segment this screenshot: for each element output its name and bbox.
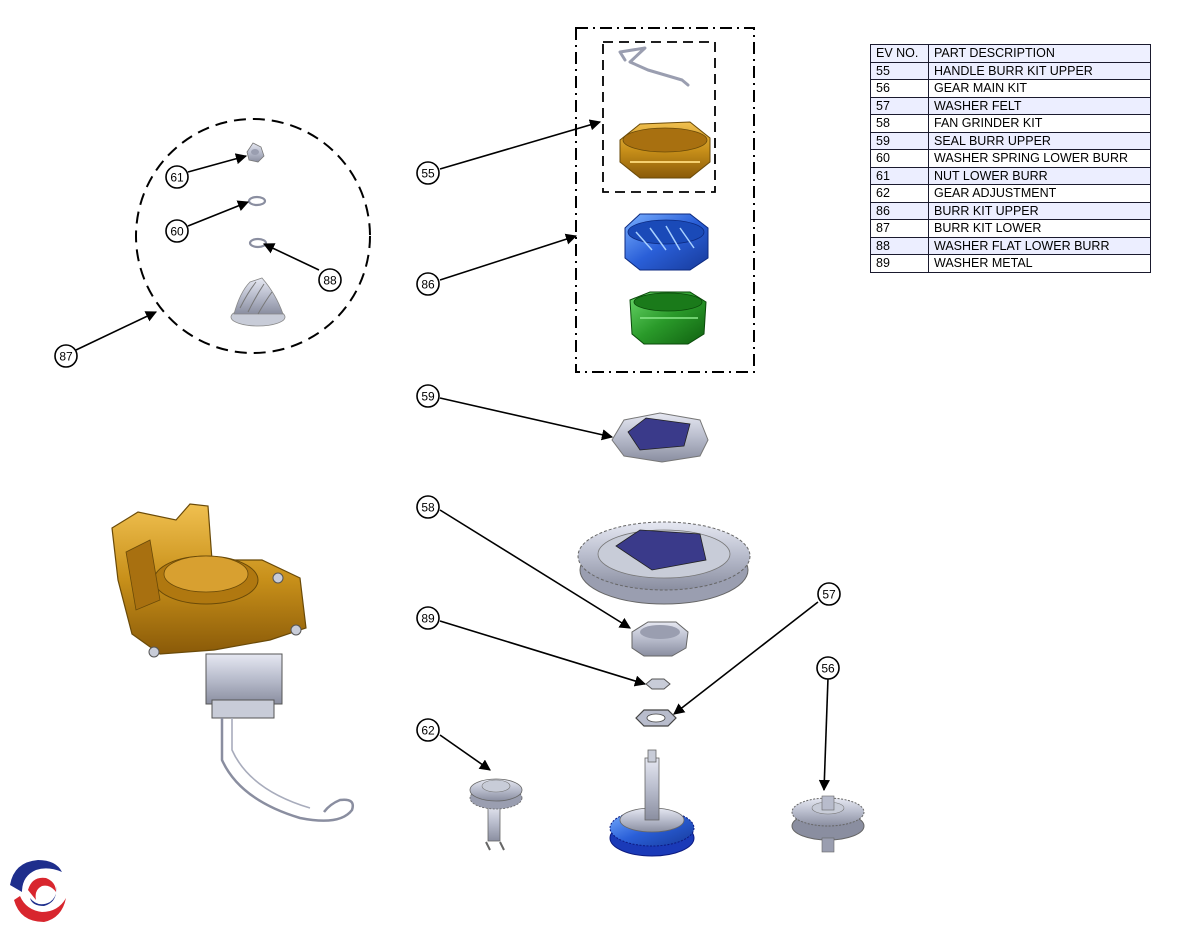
washer-metal-part (645, 678, 671, 690)
svg-text:86: 86 (421, 278, 435, 292)
nut-lower-burr-part (246, 142, 265, 163)
svg-text:57: 57 (822, 588, 836, 602)
cell-ev-no: 59 (870, 131, 929, 150)
leader-55 (439, 119, 602, 170)
cell-ev-no: 58 (870, 114, 929, 133)
upper-burr-handle-gold-part (619, 121, 711, 179)
leader-89 (439, 620, 647, 687)
leader-62 (439, 734, 491, 771)
parts-table-header-row: EV NO. PART DESCRIPTION (870, 44, 1151, 63)
leader-58 (439, 509, 631, 629)
leader-57 (673, 601, 819, 715)
callout-56: 56 (816, 656, 840, 680)
callout-88: 88 (318, 268, 342, 292)
leader-86 (439, 233, 578, 281)
cell-ev-no: 62 (870, 184, 929, 203)
seal-burr-upper-part (611, 412, 709, 463)
brand-logo (6, 860, 66, 923)
gear-main-kit-part (791, 795, 865, 853)
table-row: 55 HANDLE BURR KIT UPPER (870, 61, 1151, 80)
burr-kit-outer-group-box (575, 27, 755, 373)
handle-burr-kit-group-box (602, 41, 716, 193)
callout-87: 87 (54, 344, 78, 368)
cell-ev-no: 88 (870, 236, 929, 255)
table-row: 89 WASHER METAL (870, 254, 1151, 273)
burr-kit-lower-group-circle (135, 118, 371, 354)
table-row: 59 SEAL BURR UPPER (870, 131, 1151, 150)
washer-felt-part (635, 709, 677, 727)
svg-text:59: 59 (421, 390, 435, 404)
table-row: 58 FAN GRINDER KIT (870, 114, 1151, 133)
cell-part-description: WASHER METAL (928, 254, 1151, 273)
svg-text:62: 62 (421, 724, 435, 738)
upper-burr-green-part (629, 291, 707, 345)
callout-89: 89 (416, 606, 440, 630)
table-row: 62 GEAR ADJUSTMENT (870, 184, 1151, 203)
cell-part-description: BURR KIT LOWER (928, 219, 1151, 238)
leader-59 (439, 397, 614, 441)
svg-text:58: 58 (421, 501, 435, 515)
cell-part-description: SEAL BURR UPPER (928, 131, 1151, 150)
leader-56 (818, 677, 830, 792)
callout-59: 59 (416, 384, 440, 408)
table-row: 57 WASHER FELT (870, 96, 1151, 115)
handle-wire-part (618, 46, 690, 87)
cell-part-description: HANDLE BURR KIT UPPER (928, 61, 1151, 80)
leader-61 (187, 153, 248, 173)
table-row: 61 NUT LOWER BURR (870, 166, 1151, 185)
cell-part-description: BURR KIT UPPER (928, 201, 1151, 220)
cell-ev-no: 57 (870, 96, 929, 115)
cell-ev-no: 86 (870, 201, 929, 220)
callout-61: 61 (165, 165, 189, 189)
cell-ev-no: 89 (870, 254, 929, 273)
lower-burr-cone-part (230, 277, 286, 327)
cell-part-description: GEAR ADJUSTMENT (928, 184, 1151, 203)
grinder-housing-assembly (111, 503, 354, 822)
cell-part-description: FAN GRINDER KIT (928, 114, 1151, 133)
svg-text:56: 56 (821, 662, 835, 676)
svg-text:55: 55 (421, 167, 435, 181)
callout-60: 60 (165, 219, 189, 243)
parts-table: EV NO. PART DESCRIPTION 55 HANDLE BURR K… (870, 44, 1151, 273)
svg-text:89: 89 (421, 612, 435, 626)
svg-text:87: 87 (59, 350, 73, 364)
table-row: 87 BURR KIT LOWER (870, 219, 1151, 238)
cell-ev-no: 87 (870, 219, 929, 238)
callout-62: 62 (416, 718, 440, 742)
cell-ev-no: 55 (870, 61, 929, 80)
leader-87 (75, 311, 158, 351)
cell-ev-no: 56 (870, 79, 929, 98)
svg-text:88: 88 (323, 274, 337, 288)
upper-burr-blue-part (624, 213, 709, 271)
header-ev-no: EV NO. (870, 44, 929, 63)
callout-86: 86 (416, 272, 440, 296)
svg-text:60: 60 (170, 225, 184, 239)
table-row: 56 GEAR MAIN KIT (870, 79, 1151, 98)
cell-part-description: GEAR MAIN KIT (928, 79, 1151, 98)
cell-ev-no: 60 (870, 149, 929, 168)
fan-grinder-part (631, 621, 689, 657)
large-gear-part (577, 521, 751, 605)
washer-spring-lower-burr-part (247, 195, 267, 207)
callout-57: 57 (817, 582, 841, 606)
cell-part-description: WASHER FLAT LOWER BURR (928, 236, 1151, 255)
header-part-description: PART DESCRIPTION (928, 44, 1151, 63)
main-gear-shaft-part (609, 749, 695, 857)
table-row: 86 BURR KIT UPPER (870, 201, 1151, 220)
cell-part-description: NUT LOWER BURR (928, 166, 1151, 185)
callout-55: 55 (416, 161, 440, 185)
cell-ev-no: 61 (870, 166, 929, 185)
table-row: 60 WASHER SPRING LOWER BURR (870, 149, 1151, 168)
svg-text:61: 61 (170, 171, 184, 185)
gear-adjustment-part (469, 778, 523, 851)
cell-part-description: WASHER FELT (928, 96, 1151, 115)
leader-60 (187, 200, 250, 227)
cell-part-description: WASHER SPRING LOWER BURR (928, 149, 1151, 168)
table-row: 88 WASHER FLAT LOWER BURR (870, 236, 1151, 255)
leader-lines (75, 119, 830, 792)
washer-flat-lower-burr-part (248, 237, 268, 249)
leader-88 (262, 243, 320, 271)
callout-58: 58 (416, 495, 440, 519)
